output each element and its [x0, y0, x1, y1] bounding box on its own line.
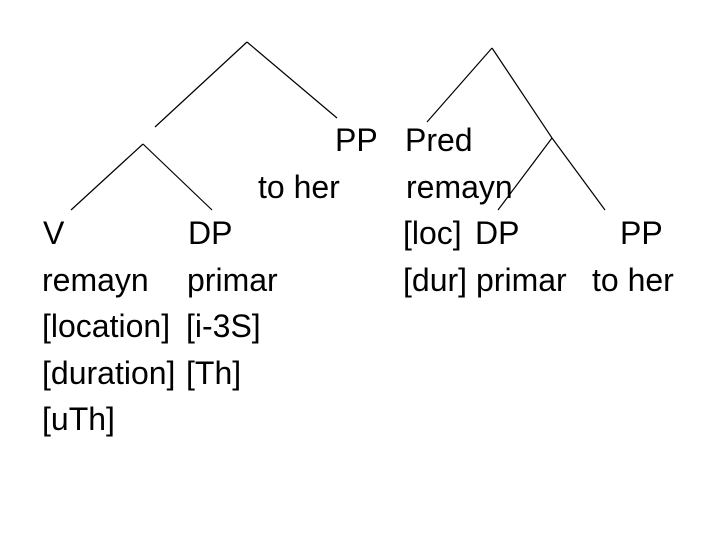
- right-tree-branch-0: [426, 47, 493, 123]
- left-tree-label-to-her: to her: [258, 168, 340, 205]
- left-tree-branch-2: [70, 143, 144, 211]
- left-tree-branch-1: [246, 41, 338, 119]
- right-tree-branch-2: [497, 137, 553, 211]
- left-tree-label-duration: [duration]: [42, 354, 176, 391]
- right-tree-branch-1: [491, 47, 553, 139]
- left-tree-label-v: V: [43, 215, 65, 251]
- left-tree-label-i3s: [i-3S]: [186, 308, 261, 344]
- right-tree-branch-3: [551, 137, 606, 211]
- left-tree-label-remayn: remayn: [42, 261, 149, 298]
- right-tree-label-pp: PP: [620, 215, 663, 251]
- right-tree-label-loc: [loc]: [403, 215, 462, 251]
- left-tree-branch-3: [142, 143, 213, 211]
- right-tree-label-dur: [dur]: [403, 261, 468, 298]
- right-tree-label-remayn: remayn: [406, 168, 513, 205]
- right-tree-label-dp: DP: [475, 215, 520, 251]
- right-tree-label-primar: primar: [476, 261, 567, 298]
- left-tree-label-pp: PP: [335, 122, 378, 158]
- right-tree-label-to-her: to her: [592, 261, 674, 298]
- left-tree-label-uth: [uTh]: [42, 401, 115, 437]
- right-tree-label-pred: Pred: [405, 122, 473, 158]
- left-tree-branch-0: [154, 41, 248, 128]
- left-tree-label-primar: primar: [187, 261, 278, 298]
- left-tree-label-dp: DP: [188, 215, 233, 251]
- left-tree-label-location: [location]: [42, 308, 171, 344]
- left-tree-label-th: [Th]: [186, 354, 242, 391]
